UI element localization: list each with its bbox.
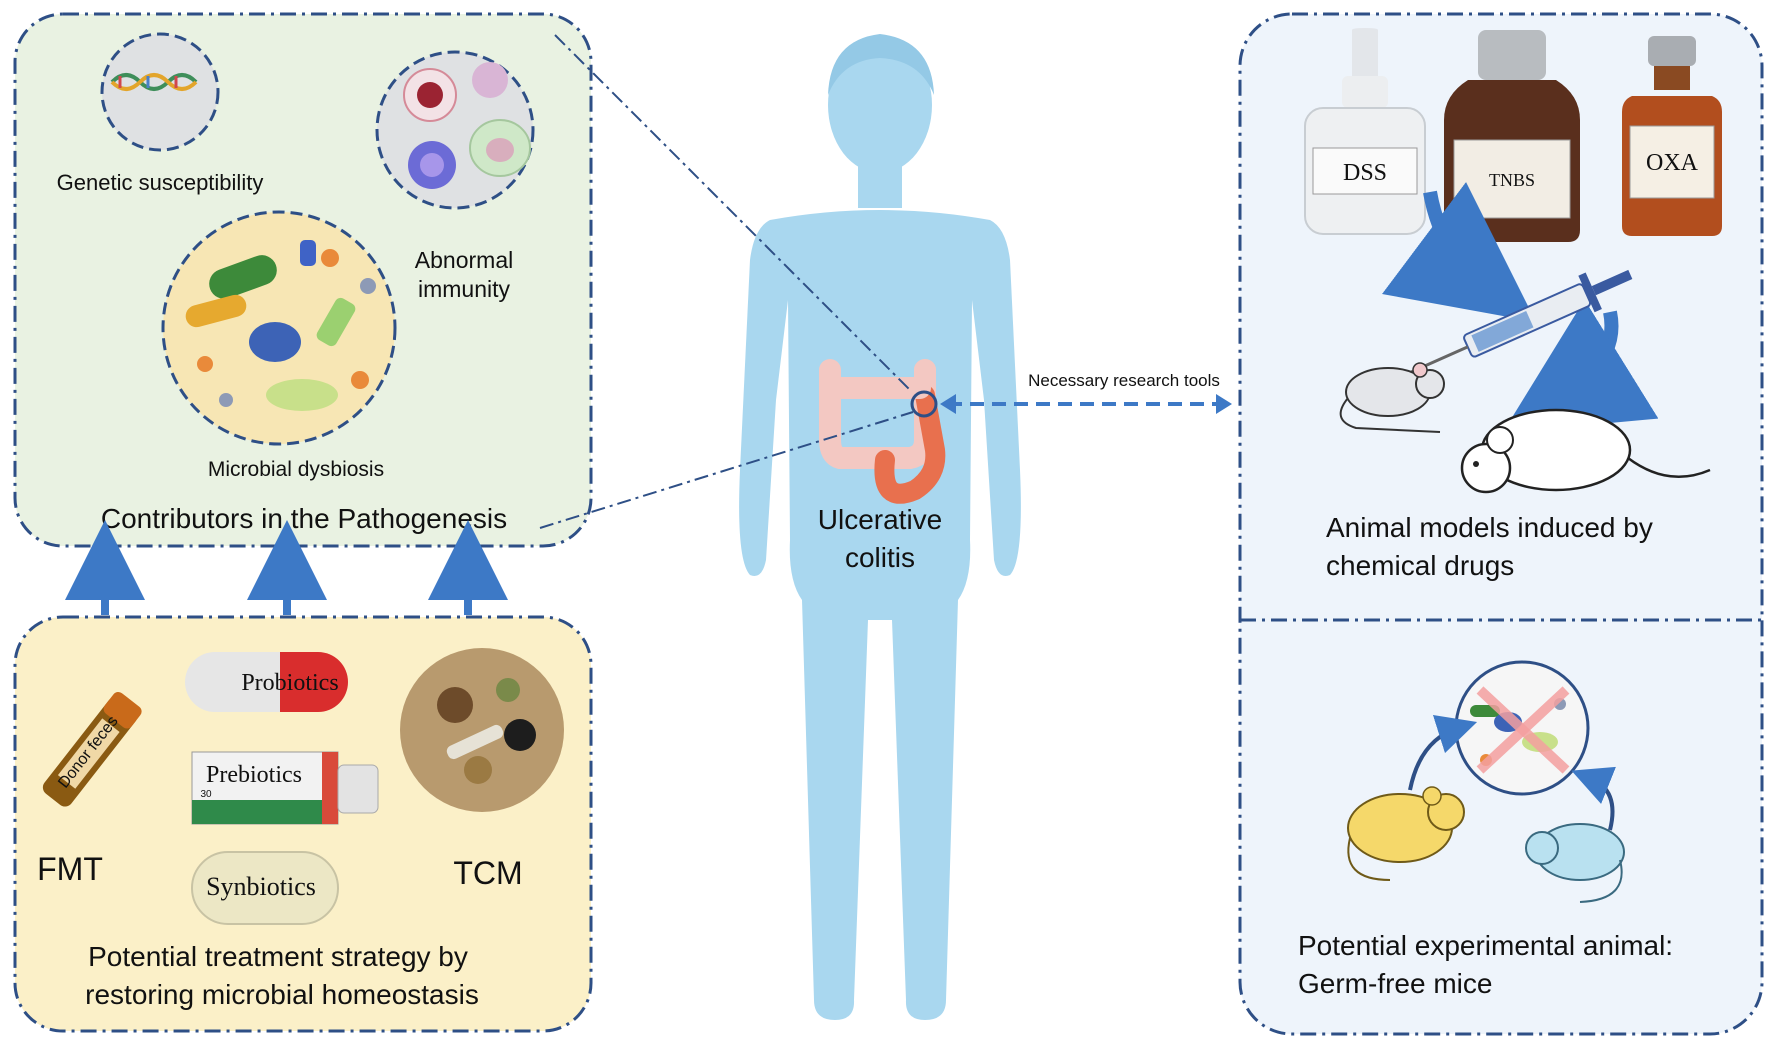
pill-box-icon (191, 751, 379, 825)
treatment-title-line1: Potential treatment strategy by (88, 941, 468, 972)
syringe-icon (1401, 269, 1633, 378)
bacteria-icon (161, 210, 397, 446)
disease-label-line2: colitis (845, 542, 915, 573)
flow-arrows (1381, 181, 1659, 433)
drug-label-tnbs: TNBS (1489, 170, 1535, 190)
microbial-label: Microbial dysbiosis (208, 458, 384, 481)
germ-free-arrows (1408, 714, 1617, 831)
colon-icon (819, 359, 946, 504)
mouse-icon (1525, 823, 1625, 903)
prebiotics-count: 30 (200, 789, 212, 800)
dna-icon (100, 32, 220, 152)
treatment-arrows (65, 520, 508, 615)
synbiotics-label: Synbiotics (206, 872, 316, 901)
prebiotics-label: Prebiotics (206, 762, 302, 788)
immunity-label-line1: Abnormal (415, 247, 513, 273)
treatment-title-line2: restoring microbial homeostasis (85, 979, 479, 1010)
mouse-icon (1460, 408, 1711, 494)
mouse-icon (1339, 362, 1445, 433)
pathogenesis-panel: Genetic susceptibility Abnormal immunity (13, 12, 593, 548)
pathogenesis-title: Contributors in the Pathogenesis (101, 503, 507, 534)
right-panel: DSS TNBS OXA (1238, 12, 1764, 1036)
human-body-icon (739, 34, 1021, 1020)
genetic-label: Genetic susceptibility (57, 170, 264, 195)
drug-label-dss: DSS (1343, 160, 1387, 186)
germ-free-title-line2: Germ-free mice (1298, 968, 1492, 999)
disease-label-line1: Ulcerative (818, 504, 942, 535)
tablet-icon (191, 851, 339, 925)
donor-feces-tube-icon (42, 691, 142, 807)
germ-free-circle-icon (1454, 660, 1590, 796)
mouse-icon (1347, 786, 1465, 881)
immune-cells-icon (375, 50, 535, 210)
treatment-panel: Donor feces FMT Probiotics Prebiotics 30… (13, 615, 593, 1033)
animal-models-title-line1: Animal models induced by (1326, 512, 1653, 543)
zoom-lines (539, 34, 914, 529)
bottle-icon (1622, 36, 1722, 236)
research-tools-connector (940, 394, 1232, 414)
immunity-label-line2: immunity (418, 276, 511, 302)
tcm-label: TCM (453, 855, 522, 891)
fmt-label: FMT (37, 851, 103, 887)
connector-label: Necessary research tools (1028, 371, 1220, 390)
drug-label-oxa: OXA (1646, 150, 1699, 176)
capsule-icon (185, 652, 348, 712)
probiotics-label: Probiotics (241, 670, 338, 696)
germ-free-title-line1: Potential experimental animal: (1298, 930, 1673, 961)
animal-models-title-line2: chemical drugs (1326, 550, 1514, 581)
herbs-icon (400, 648, 564, 812)
